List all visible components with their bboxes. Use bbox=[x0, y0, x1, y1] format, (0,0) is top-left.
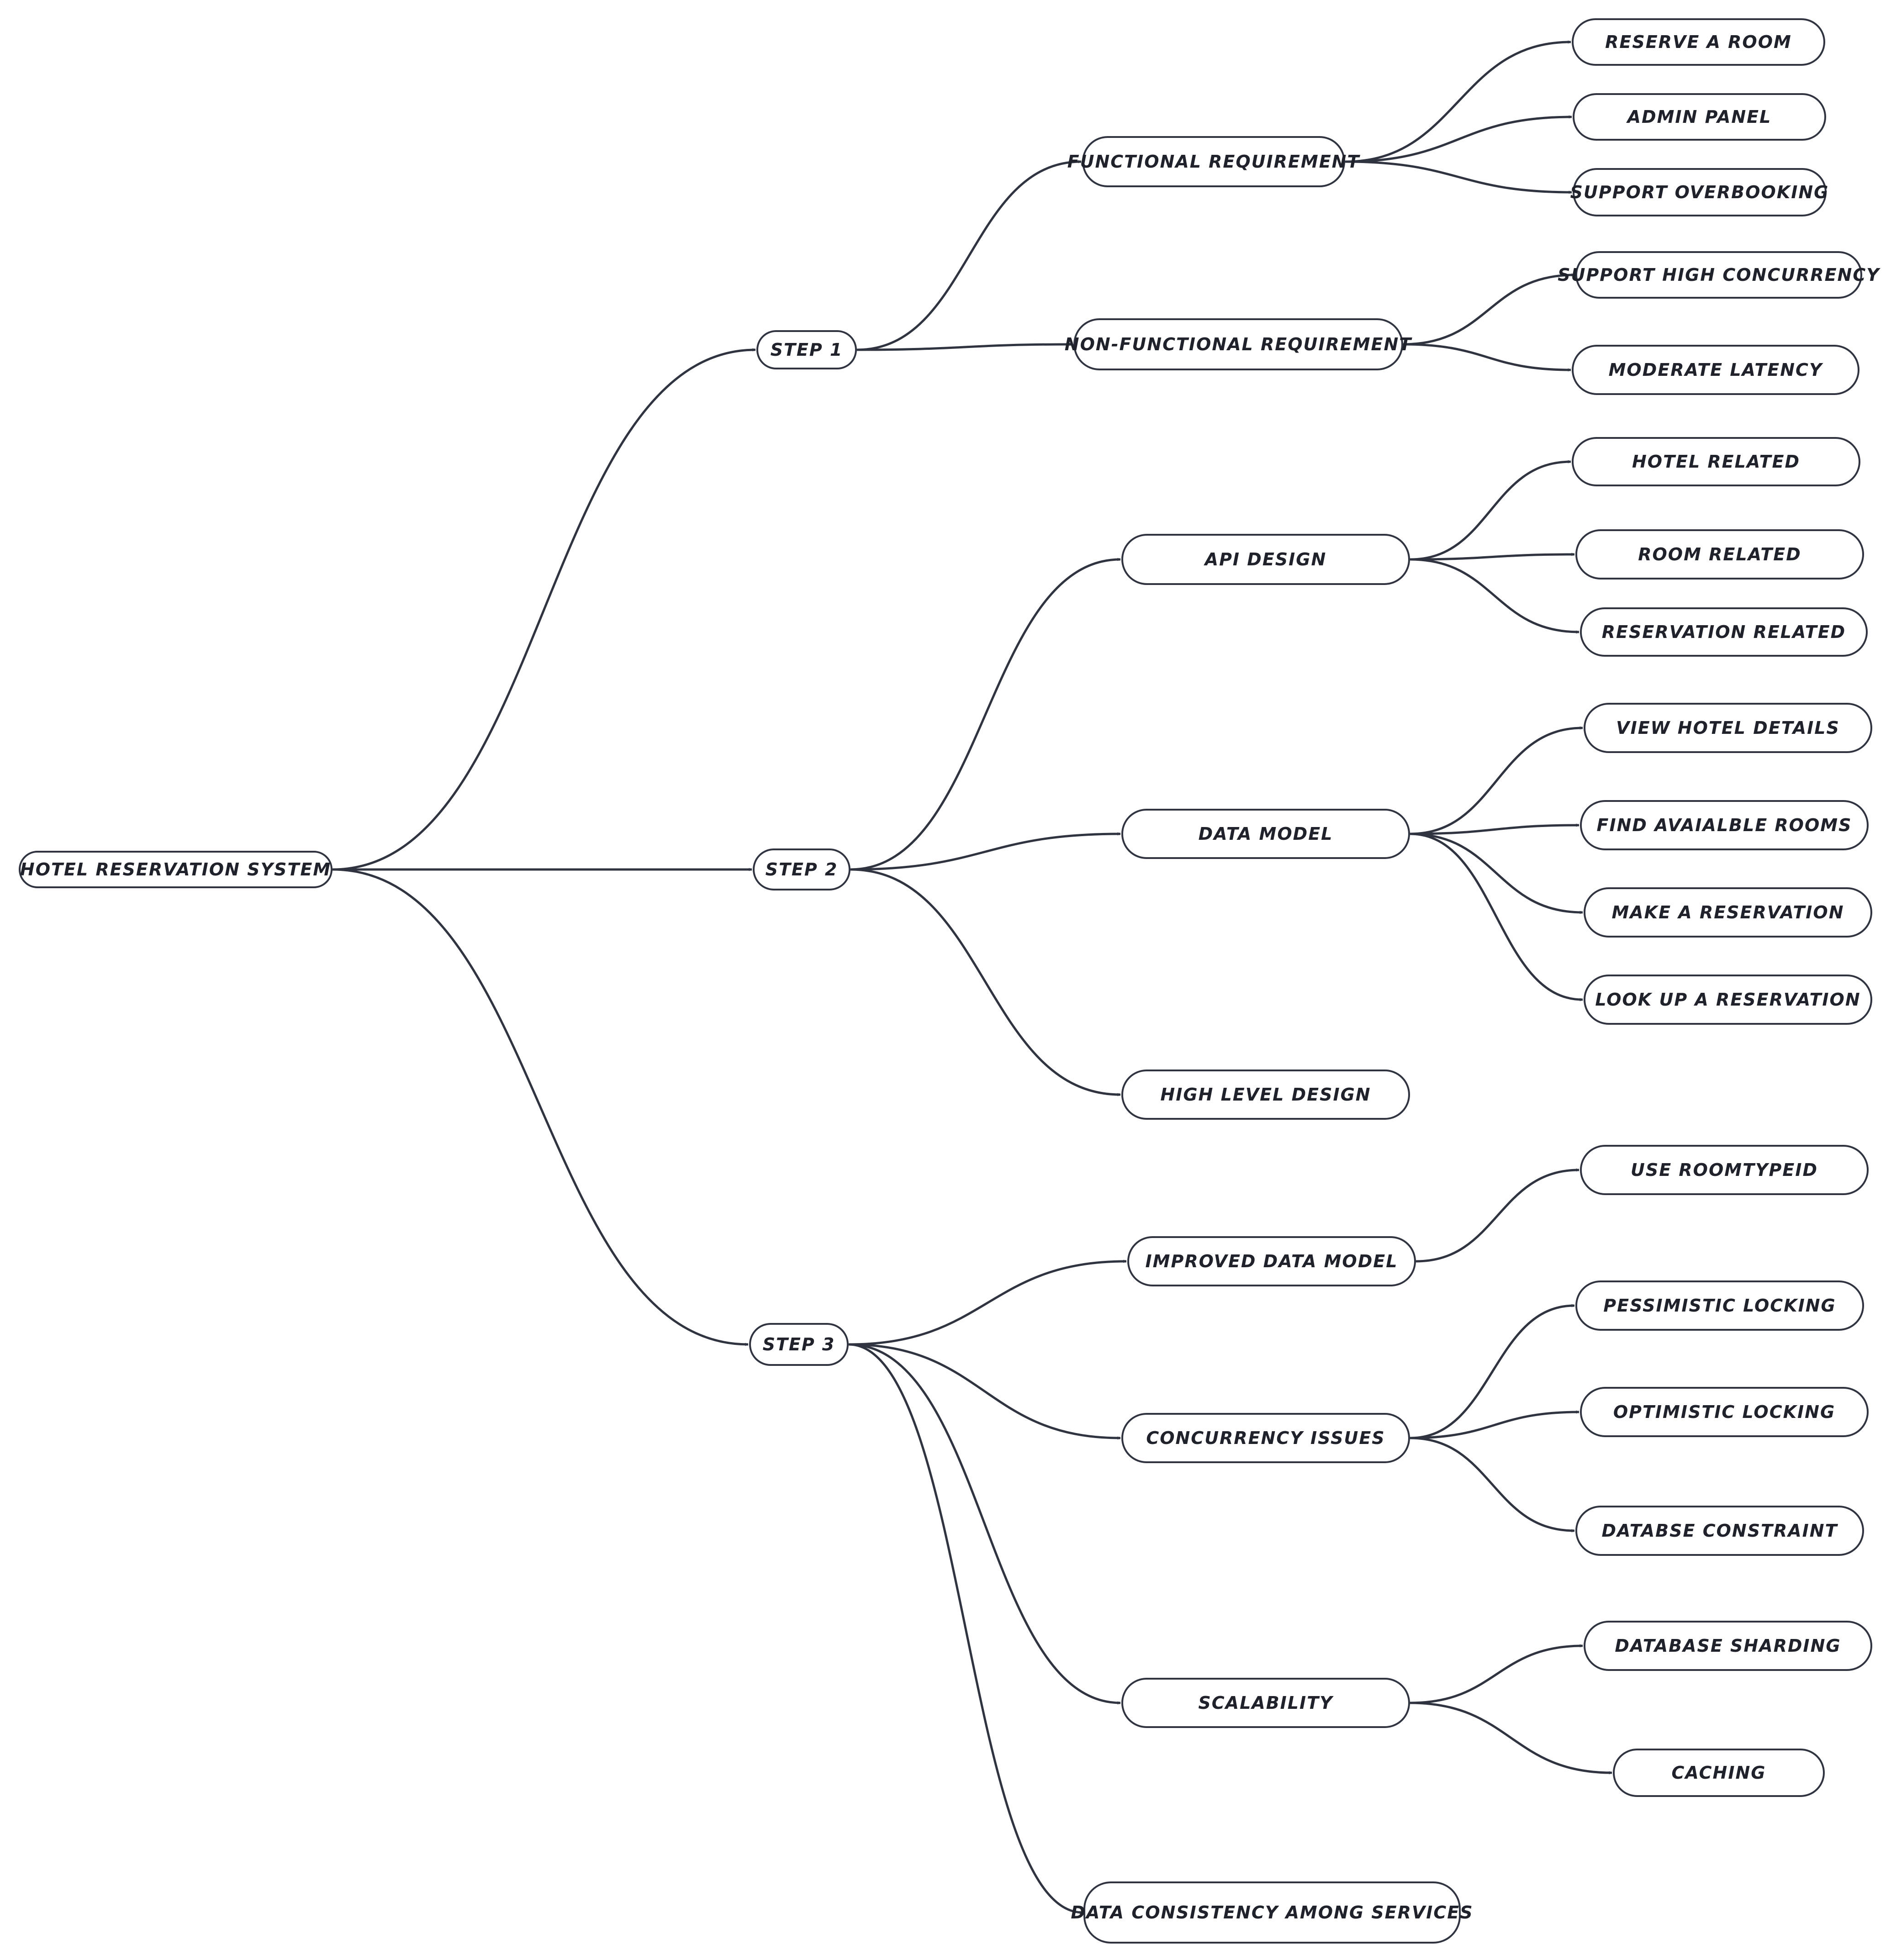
node-room-related[interactable]: Room Related bbox=[1575, 529, 1864, 580]
node-high-level-design[interactable]: High Level Design bbox=[1121, 1070, 1410, 1120]
connector-step2-to-high_level_design bbox=[850, 868, 1121, 1096]
connector-nonfunctional-to-moderate_latency bbox=[1403, 343, 1571, 372]
connector-api_design-to-reservation_related bbox=[1410, 558, 1579, 634]
connector-root-to-step3 bbox=[332, 868, 749, 1346]
connector-improved_data_model-to-use_roomtypeid bbox=[1416, 1168, 1579, 1263]
connector-step3-to-concurrency_issues bbox=[848, 1343, 1121, 1440]
node-step-3[interactable]: Step 3 bbox=[749, 1323, 849, 1366]
connector-step3-to-improved_data_model bbox=[848, 1259, 1127, 1346]
node-caching[interactable]: Caching bbox=[1613, 1749, 1825, 1797]
node-api-design[interactable]: API Design bbox=[1121, 534, 1410, 585]
connector-step2-to-data_model bbox=[850, 832, 1121, 871]
connector-api_design-to-room_related bbox=[1410, 553, 1575, 561]
connector-step3-to-scalability bbox=[848, 1343, 1121, 1705]
node-admin-panel[interactable]: Admin Panel bbox=[1573, 93, 1826, 141]
connector-root-to-step1 bbox=[332, 348, 756, 871]
node-moderate-latency[interactable]: Moderate Latency bbox=[1572, 345, 1859, 395]
node-reserve-a-room[interactable]: Reserve a Room bbox=[1572, 18, 1825, 66]
node-hotel-related[interactable]: Hotel Related bbox=[1572, 437, 1860, 486]
node-use-roomtypeid[interactable]: Use RoomTypeID bbox=[1580, 1145, 1869, 1195]
connector-api_design-to-hotel_related bbox=[1410, 460, 1571, 561]
connector-functional-to-admin_panel bbox=[1345, 115, 1572, 163]
node-reservation-related[interactable]: Reservation Related bbox=[1580, 607, 1868, 657]
connector-concurrency_issues-to-optimistic_locking bbox=[1410, 1410, 1579, 1439]
connector-step2-to-api_design bbox=[850, 558, 1121, 871]
connector-data_model-to-make_reservation bbox=[1410, 832, 1583, 914]
connector-scalability-to-database_sharding bbox=[1410, 1644, 1583, 1704]
node-scalability[interactable]: Scalability bbox=[1121, 1678, 1410, 1728]
node-pessimistic-locking[interactable]: Pessimistic Locking bbox=[1575, 1280, 1864, 1331]
connector-concurrency_issues-to-database_constraint bbox=[1410, 1437, 1575, 1533]
node-database-constraint[interactable]: Databse Constraint bbox=[1575, 1506, 1864, 1556]
node-improved-data-model[interactable]: Improved Data Model bbox=[1127, 1236, 1416, 1286]
node-look-up-a-reservation[interactable]: Look Up a Reservation bbox=[1584, 975, 1872, 1025]
node-concurrency-issues[interactable]: Concurrency Issues bbox=[1121, 1413, 1410, 1463]
node-find-available-rooms[interactable]: Find Avaialble Rooms bbox=[1580, 800, 1869, 850]
node-support-high-concurrency[interactable]: Support High Concurrency bbox=[1558, 251, 1879, 299]
node-step-2[interactable]: Step 2 bbox=[753, 848, 850, 890]
connector-data_model-to-find_rooms bbox=[1410, 823, 1579, 835]
connector-step1-to-functional bbox=[856, 160, 1082, 351]
node-support-overbooking[interactable]: Support Overbooking bbox=[1570, 168, 1828, 216]
connector-functional-to-support_overbooking bbox=[1345, 160, 1572, 194]
node-database-sharding[interactable]: Database Sharding bbox=[1584, 1621, 1872, 1671]
node-hotel-reservation-system[interactable]: Hotel Reservation System bbox=[19, 851, 333, 888]
connector-data_model-to-lookup_reservation bbox=[1410, 832, 1583, 1001]
node-optimistic-locking[interactable]: Optimistic Locking bbox=[1580, 1387, 1869, 1437]
connector-step3-to-data_consistency bbox=[848, 1343, 1083, 1914]
node-step-1[interactable]: Step 1 bbox=[756, 330, 857, 369]
node-data-consistency-among-services[interactable]: Data Consistency Among Services bbox=[1071, 1881, 1473, 1944]
connector-concurrency_issues-to-pessimistic_locking bbox=[1410, 1304, 1575, 1439]
node-non-functional-requirement[interactable]: Non-Functional Requirement bbox=[1065, 318, 1411, 370]
node-make-a-reservation[interactable]: Make a Reservation bbox=[1584, 887, 1872, 938]
node-data-model[interactable]: Data Model bbox=[1121, 809, 1410, 859]
connector-functional-to-reserve_room bbox=[1345, 40, 1571, 163]
node-functional-requirement[interactable]: Functional Requirement bbox=[1067, 136, 1359, 187]
connector-nonfunctional-to-high_concurrency bbox=[1403, 273, 1575, 346]
connector-data_model-to-view_hotel_details bbox=[1410, 726, 1583, 835]
connector-scalability-to-caching bbox=[1410, 1702, 1612, 1775]
connector-step1-to-nonfunctional bbox=[856, 342, 1073, 351]
node-view-hotel-details[interactable]: View Hotel Details bbox=[1584, 703, 1872, 753]
